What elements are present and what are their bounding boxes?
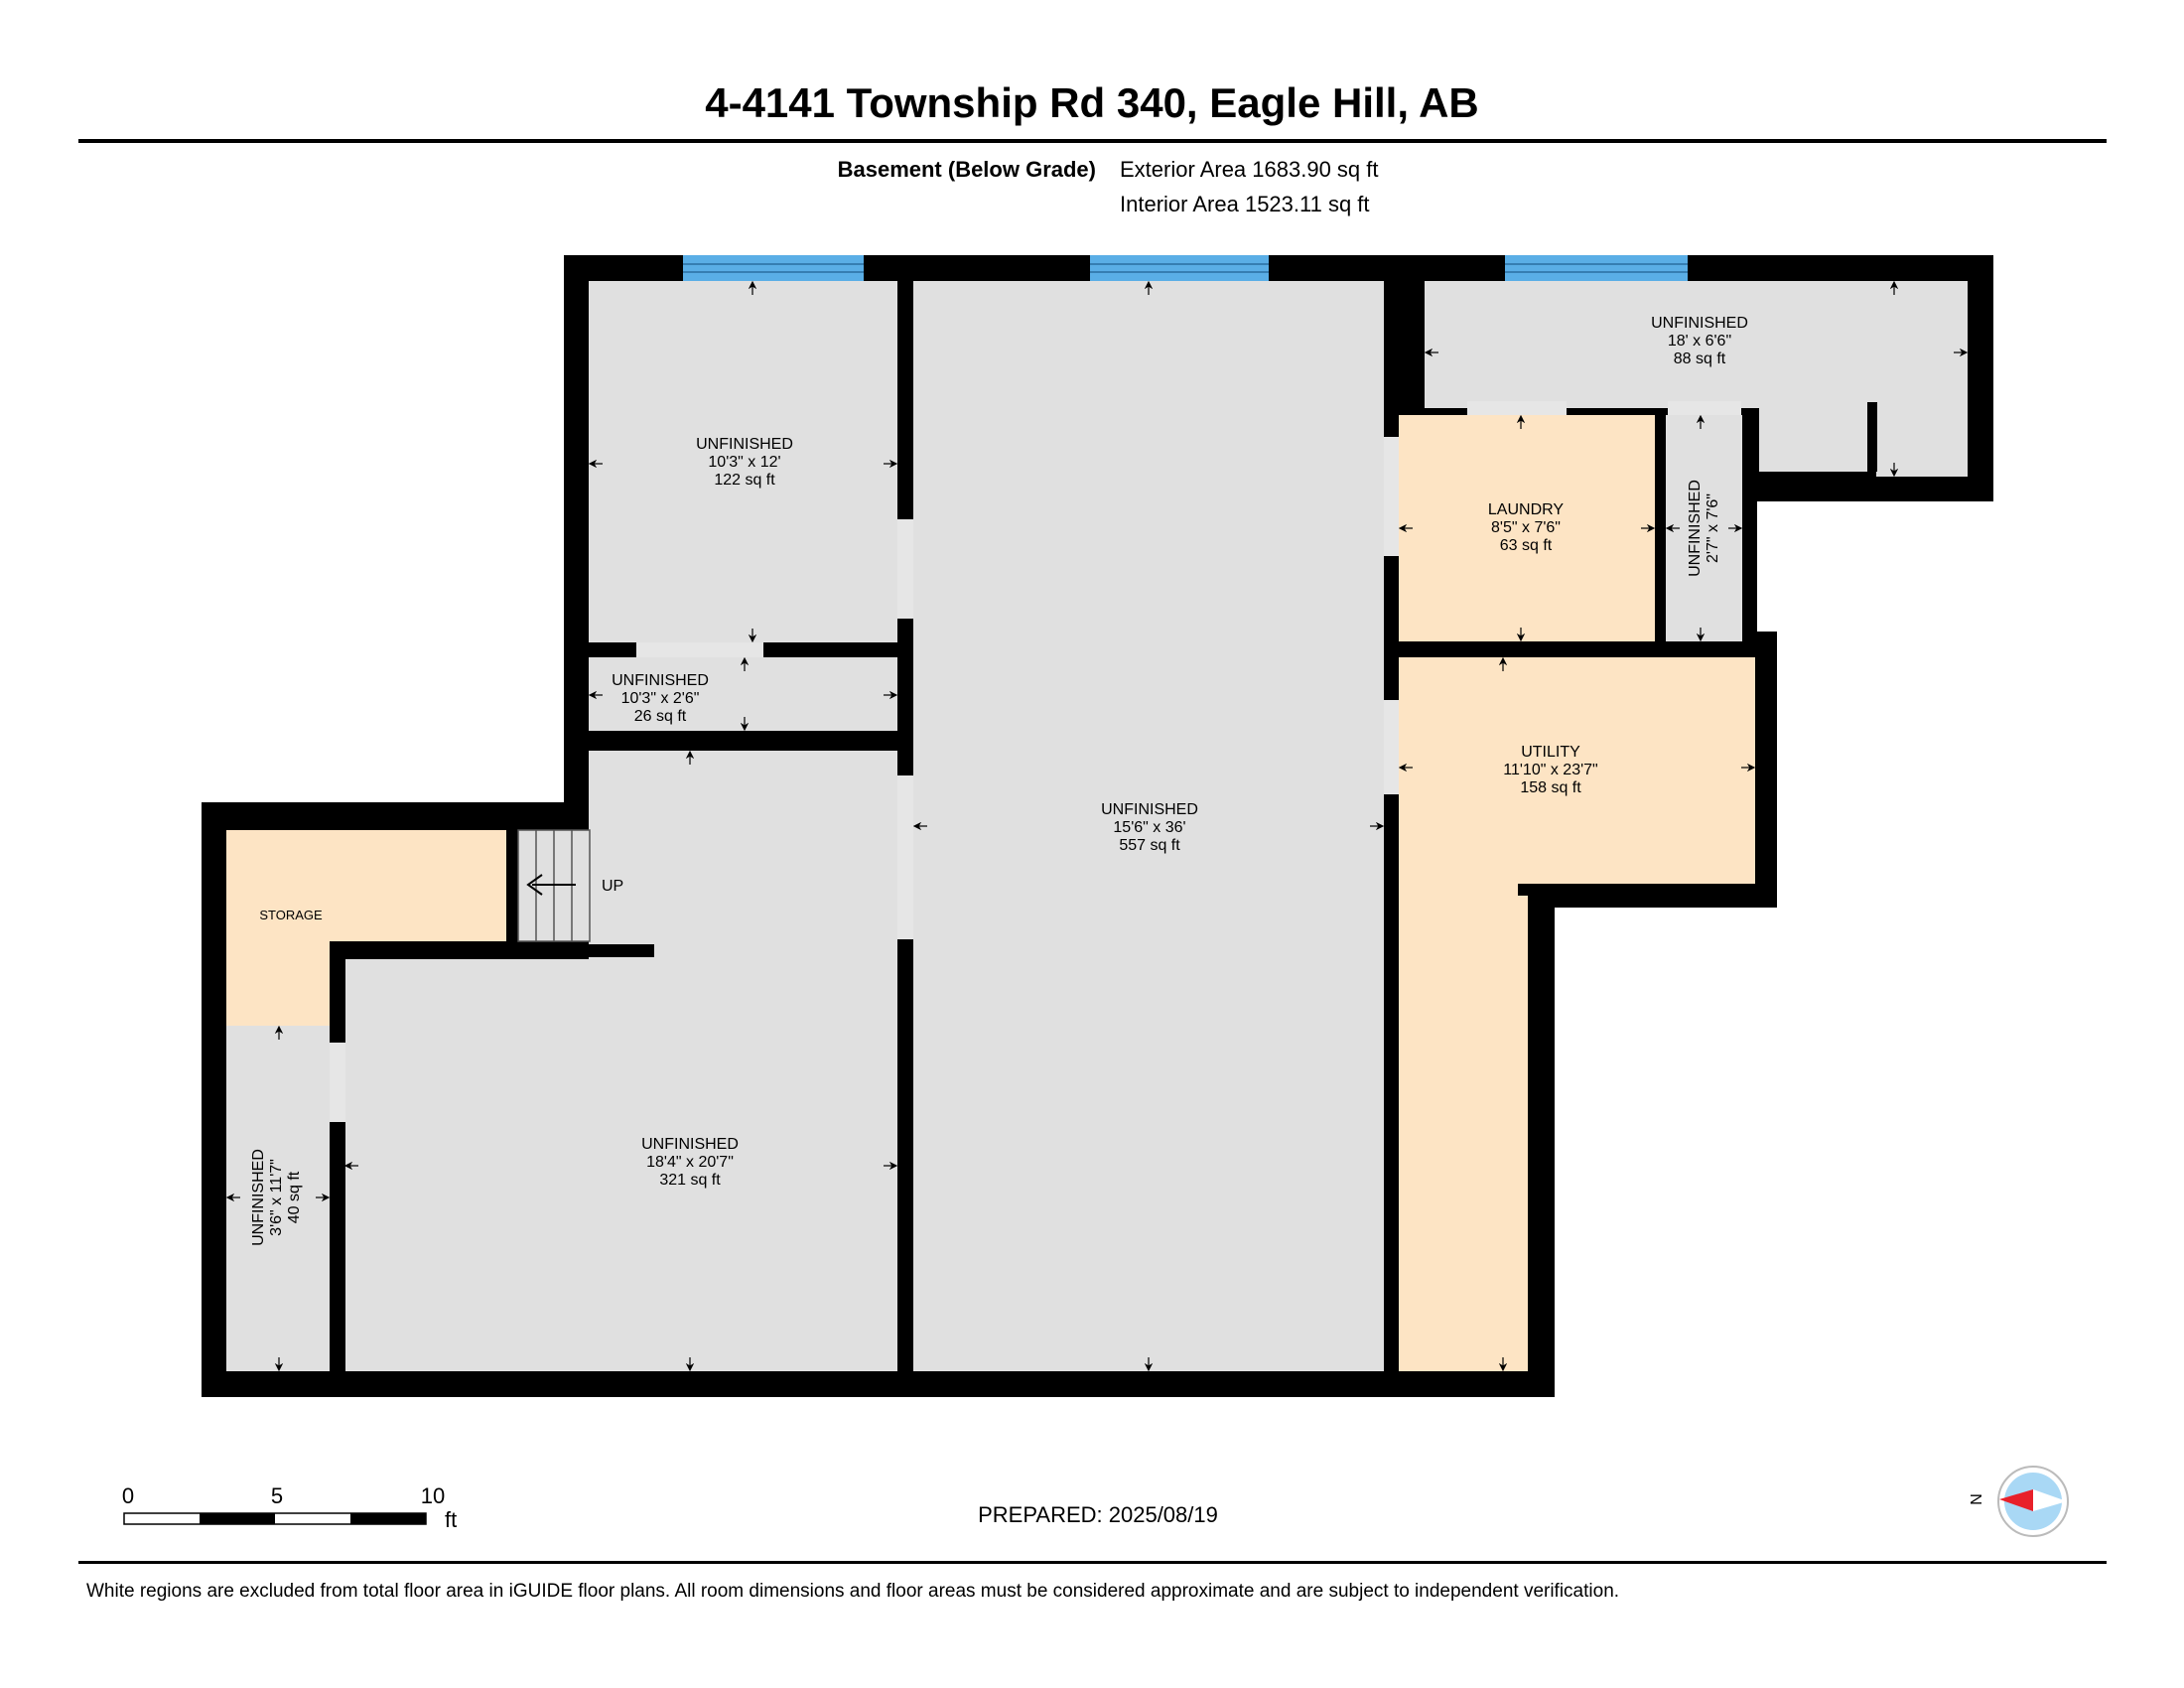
compass-north-label: N [1969, 1493, 1985, 1505]
room-label-unfinished-left-strip: UNFINISHED 3'6" x 11'7" 40 sq ft [250, 1149, 303, 1246]
prepared-date: PREPARED: 2025/08/19 [978, 1502, 1218, 1527]
scale-tick-5: 5 [271, 1483, 283, 1508]
scale-tick-10: 10 [421, 1483, 445, 1508]
room-label-unfinished-small: UNFINISHED 10'3" x 2'6" 26 sq ft [612, 672, 709, 725]
room-name: UNFINISHED [612, 672, 709, 689]
header-rule [78, 139, 2107, 143]
room-label-unfinished-center: UNFINISHED 15'6" x 36' 557 sq ft [1101, 801, 1198, 854]
compass-icon: N [1969, 1466, 2069, 1537]
floor-unfinished-small [589, 657, 897, 731]
interior-area: Interior Area 1523.11 sq ft [1120, 192, 1370, 216]
floor-unfinished-bottom-left [344, 959, 897, 1371]
room-area: 63 sq ft [1500, 537, 1553, 554]
room-name: LAUNDRY [1488, 501, 1565, 518]
room-label-unfinished-top-right: UNFINISHED 18' x 6'6" 88 sq ft [1651, 315, 1748, 367]
door-openings [330, 401, 1741, 1122]
room-area: 88 sq ft [1674, 351, 1726, 367]
scale-unit: ft [445, 1507, 457, 1532]
room-dims: 3'6" x 11'7" [268, 1159, 285, 1236]
floor-unfinished-center [913, 281, 1384, 1371]
floor-unfinished-top-left [589, 281, 897, 642]
room-name: UNFINISHED [250, 1149, 267, 1246]
room-name: UNFINISHED [641, 1136, 739, 1153]
room-area: 557 sq ft [1119, 837, 1180, 854]
room-dims: 2'7" x 7'6" [1705, 493, 1721, 563]
window-2 [1090, 255, 1269, 281]
room-label-unfinished-narrow: UNFINISHED 2'7" x 7'6" [1687, 480, 1721, 577]
room-dims: 18'4" x 20'7" [646, 1154, 734, 1171]
room-dims: 8'5" x 7'6" [1491, 519, 1561, 536]
room-dims: 10'3" x 12' [708, 454, 780, 471]
floor-unfinished-left-strip [226, 1026, 330, 1371]
windows [683, 255, 1688, 281]
page-title: 4-4141 Township Rd 340, Eagle Hill, AB [705, 79, 1479, 126]
floor-storage [226, 830, 506, 941]
window-1 [683, 255, 864, 281]
room-dims: 11'10" x 23'7" [1503, 762, 1597, 778]
room-dims: 18' x 6'6" [1668, 333, 1731, 350]
floor-utility-upper [1399, 657, 1755, 884]
exterior-area: Exterior Area 1683.90 sq ft [1120, 157, 1379, 182]
room-name: UNFINISHED [1651, 315, 1748, 332]
stairs-label: UP [602, 878, 623, 895]
scale-tick-0: 0 [122, 1483, 134, 1508]
floor-laundry [1399, 415, 1655, 641]
room-area: 321 sq ft [659, 1172, 721, 1189]
dimension-arrows [225, 280, 1969, 1372]
room-name: UNFINISHED [696, 436, 793, 453]
room-name: UNFINISHED [1687, 480, 1704, 577]
floor-unfinished-top-right [1425, 281, 1968, 408]
room-label-unfinished-bottom-left: UNFINISHED 18'4" x 20'7" 321 sq ft [641, 1136, 739, 1189]
floor-storage-lower [226, 941, 330, 1026]
floor-label: Basement (Below Grade) [838, 157, 1096, 182]
staircase [517, 829, 591, 942]
scale-bar: 0 5 10 ft [122, 1483, 457, 1532]
room-area: 40 sq ft [286, 1171, 303, 1223]
room-area: 158 sq ft [1520, 779, 1581, 796]
room-dims: 15'6" x 36' [1113, 819, 1185, 836]
footer-rule [78, 1561, 2107, 1564]
floor-utility-lower [1399, 874, 1528, 1371]
room-area: 26 sq ft [634, 708, 687, 725]
footer-disclaimer: White regions are excluded from total fl… [86, 1581, 1619, 1602]
room-name: UNFINISHED [1101, 801, 1198, 818]
room-area: 122 sq ft [714, 472, 775, 489]
room-label-unfinished-top-left: UNFINISHED 10'3" x 12' 122 sq ft [696, 436, 793, 489]
room-label-laundry: LAUNDRY 8'5" x 7'6" 63 sq ft [1488, 501, 1565, 554]
floor-unfinished-top-right-ext [1759, 402, 1868, 472]
room-name: UTILITY [1521, 744, 1580, 761]
floor-unfinished-top-right-ext2 [1876, 402, 1968, 477]
room-floors [226, 281, 1968, 1371]
room-label-utility: UTILITY 11'10" x 23'7" 158 sq ft [1503, 744, 1597, 796]
room-label-storage: STORAGE [259, 908, 323, 922]
room-dims: 10'3" x 2'6" [621, 690, 700, 707]
window-3 [1505, 255, 1688, 281]
